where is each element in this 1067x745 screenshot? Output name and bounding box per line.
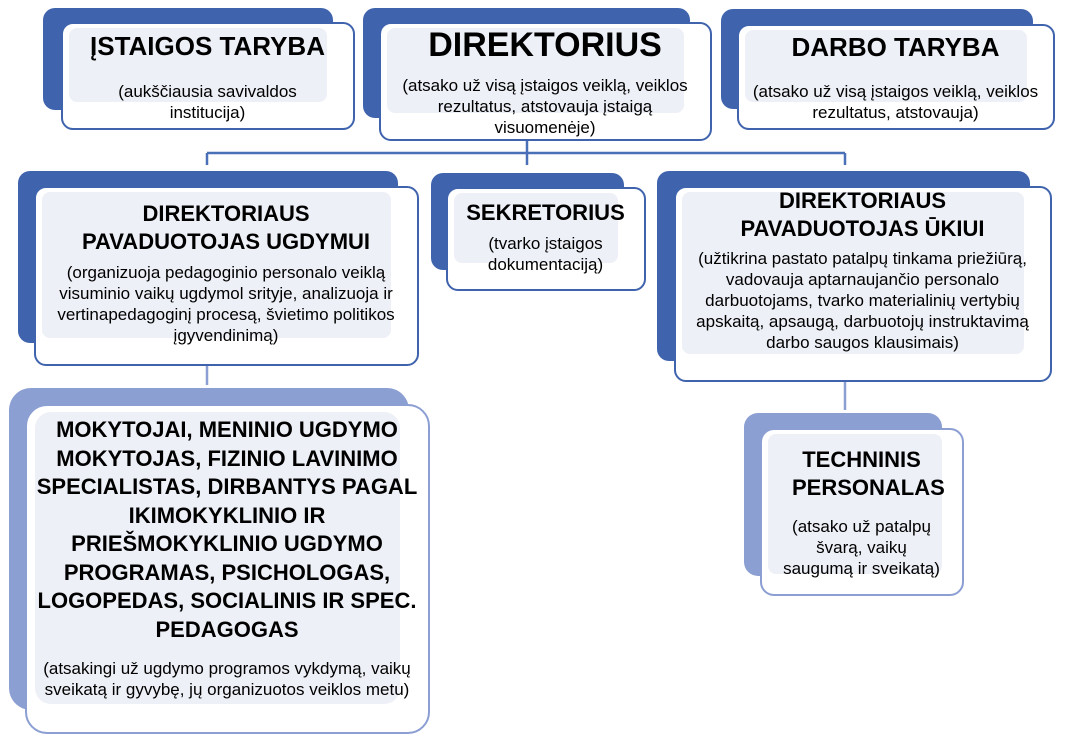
node-description: (tvarko įstaigos dokumentaciją) — [487, 234, 604, 274]
node-box: SEKRETORIUS (tvarko įstaigos dokumentaci… — [446, 187, 646, 291]
node-box: DIREKTORIUS (atsako už visą įstaigos vei… — [379, 22, 712, 141]
node-title: DIREKTORIAUS PAVADUOTOJAS UGDYMUI — [81, 201, 371, 254]
node-inner-fill — [745, 30, 1027, 102]
node-box: TECHNINIS PERSONALAS (atsako už patalpų … — [760, 428, 964, 596]
node-title: SEKRETORIUS — [466, 200, 625, 225]
node-inner-fill — [768, 434, 942, 574]
node-title: ĮSTAIGOS TARYBA — [90, 31, 325, 61]
node-inner-fill — [35, 412, 400, 704]
node-description: (atsakingi už ugdymo programos vykdymą, … — [43, 659, 411, 699]
node-title: TECHNINIS PERSONALAS — [792, 447, 945, 500]
node-description: (organizuoja pedagoginio personalo veikl… — [57, 263, 395, 345]
node-box: DIREKTORIAUS PAVADUOTOJAS UGDYMUI (organ… — [34, 186, 419, 366]
node-inner-fill — [454, 193, 618, 263]
node-description: (atsako už visą įstaigos veiklą, veiklos… — [402, 76, 688, 137]
node-description: (aukščiausia savivaldos institucija) — [118, 82, 297, 122]
node-title: MOKYTOJAI, MENINIO UGDYMO MOKYTOJAS, FIZ… — [36, 417, 418, 642]
node-title: DIREKTORIAUS PAVADUOTOJAS ŪKIUI — [740, 188, 985, 241]
node-box: DARBO TARYBA (atsako už visą įstaigos ve… — [737, 24, 1055, 130]
node-inner-fill — [42, 192, 391, 338]
node-inner-fill — [387, 28, 684, 113]
node-box: DIREKTORIAUS PAVADUOTOJAS ŪKIUI (užtikri… — [674, 186, 1052, 382]
node-inner-fill — [682, 192, 1024, 354]
node-box: ĮSTAIGOS TARYBA (aukščiausia savivaldos … — [61, 22, 355, 130]
node-inner-fill — [69, 28, 327, 102]
node-description: (atsako už visą įstaigos veiklą, veiklos… — [752, 82, 1039, 122]
node-title: DARBO TARYBA — [791, 32, 1000, 62]
node-box: MOKYTOJAI, MENINIO UGDYMO MOKYTOJAS, FIZ… — [25, 404, 430, 734]
node-description: (atsako už patalpų švarą, vaikų saugumą … — [783, 517, 940, 578]
node-title: DIREKTORIUS — [428, 26, 662, 64]
node-description: (užtikrina pastato patalpų tinkama priež… — [696, 249, 1029, 352]
